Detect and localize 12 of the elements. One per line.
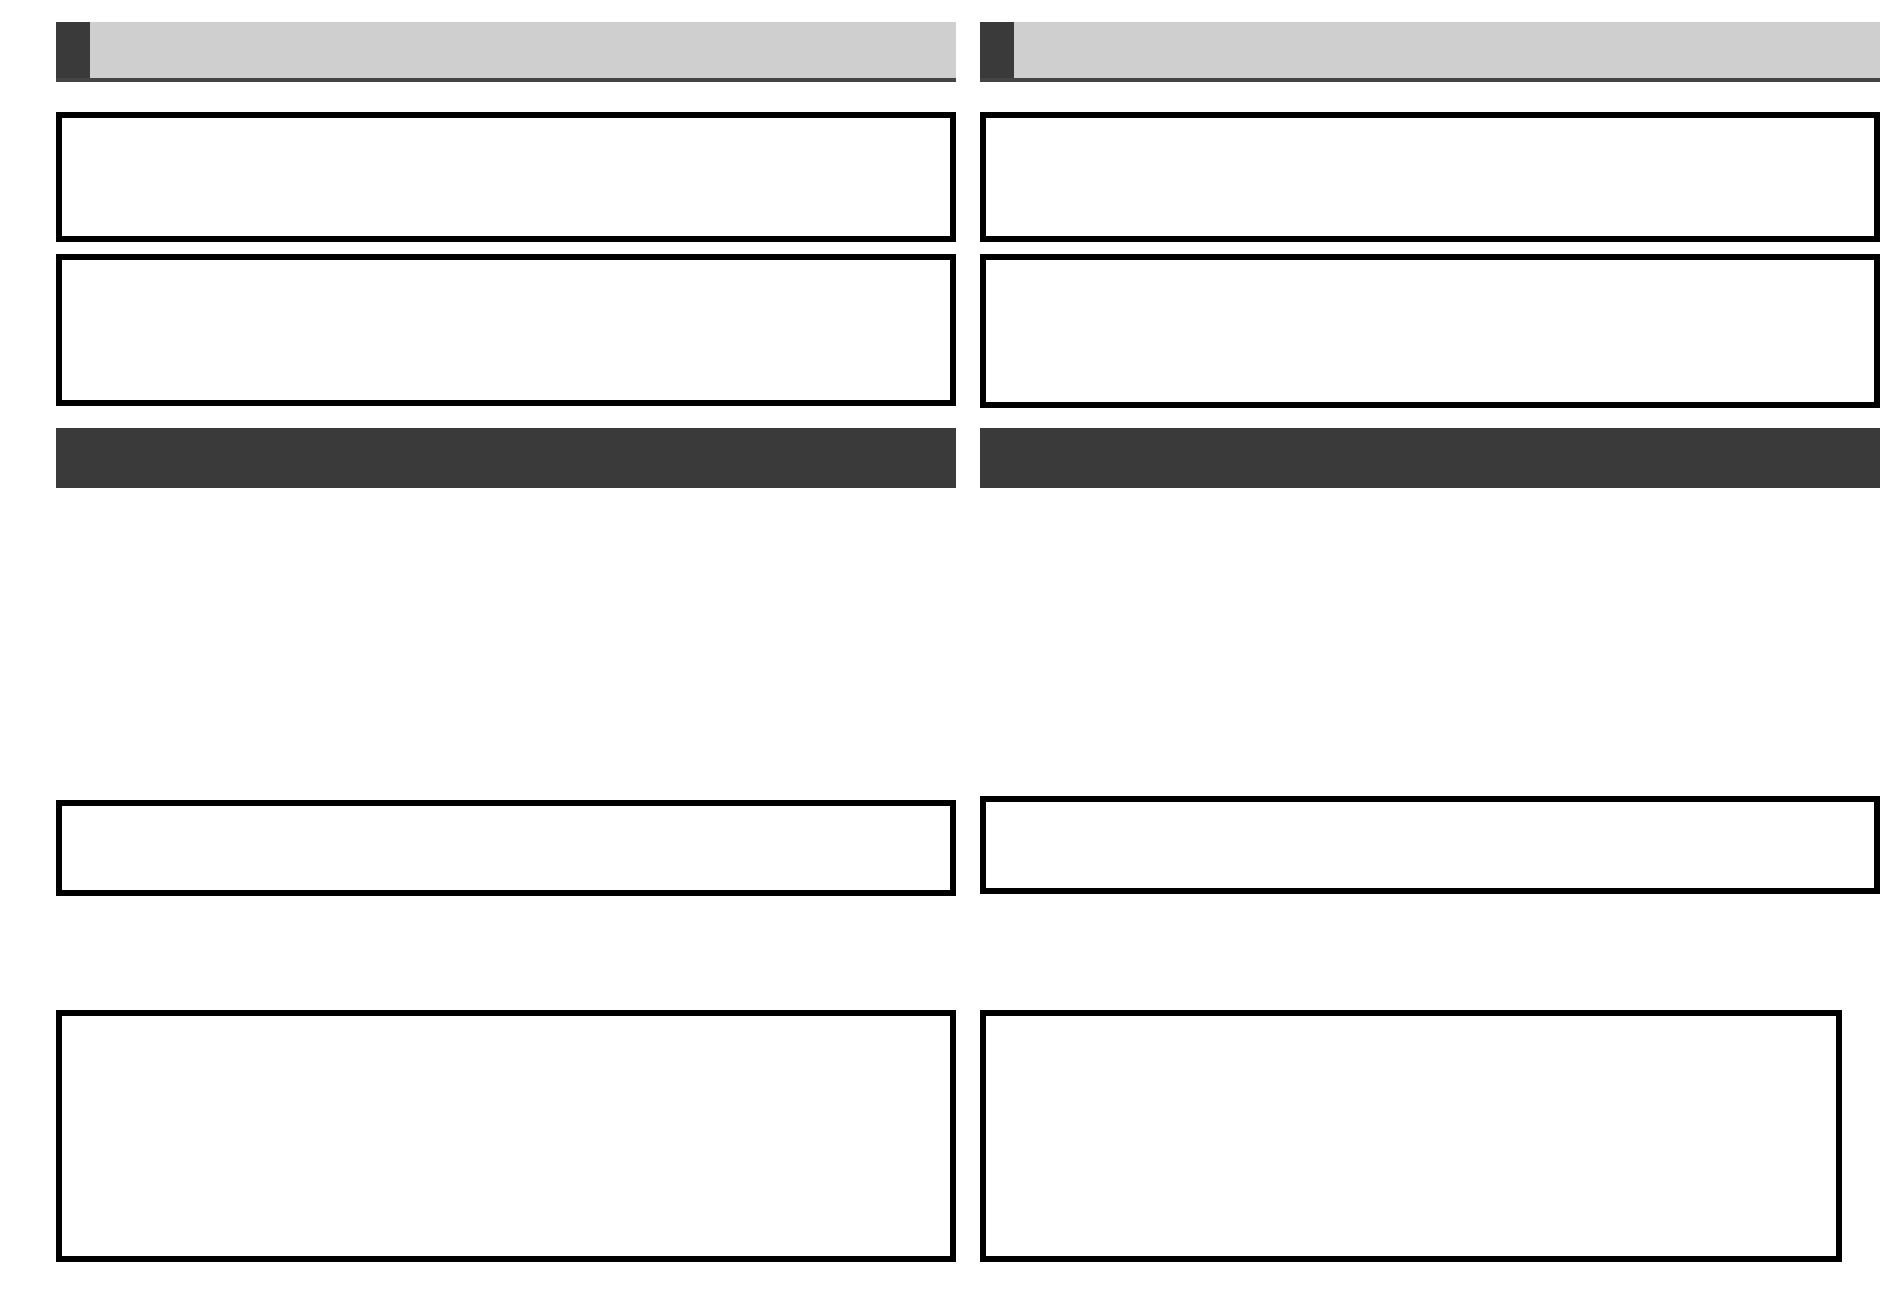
content-box: [56, 112, 956, 242]
header-bar: [980, 428, 1880, 488]
header-bar: [56, 22, 956, 82]
content-box: [980, 796, 1880, 894]
content-box: [56, 254, 956, 406]
content-box: [980, 112, 1880, 242]
header-bar: [56, 428, 956, 488]
content-box: [56, 1010, 956, 1262]
content-box: [980, 254, 1880, 408]
content-box: [56, 800, 956, 896]
header-bar: [980, 22, 1880, 82]
content-box: [980, 1010, 1842, 1262]
